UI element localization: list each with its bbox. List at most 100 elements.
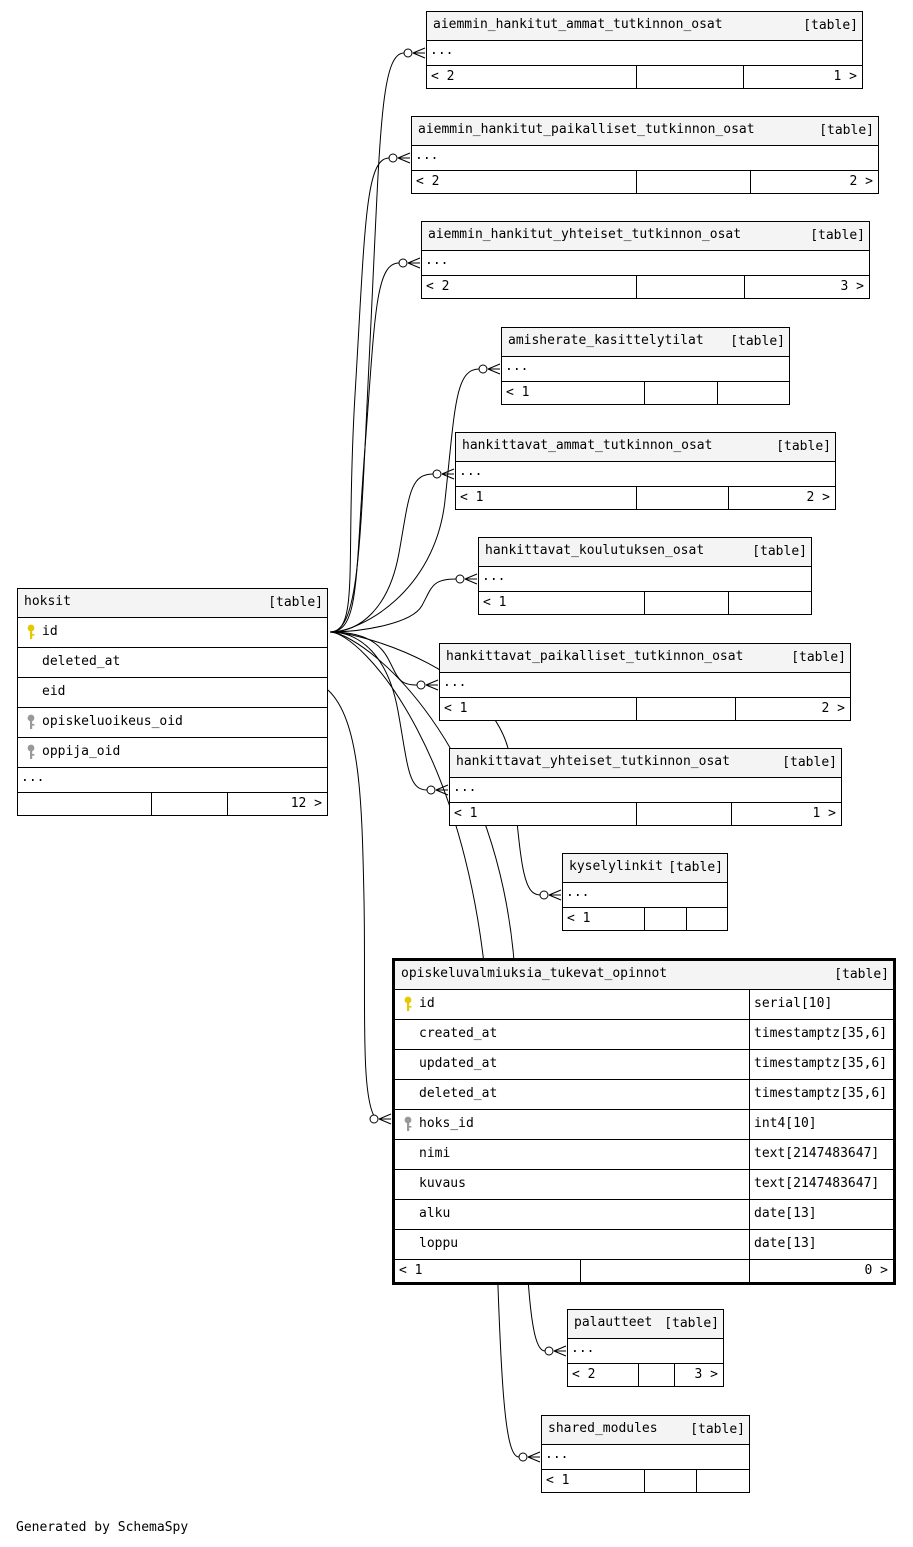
table-aiemmin-hankitut-ammat-tutkinnon-osat[interactable]: aiemmin_hankitut_ammat_tutkinnon_osat [ta… <box>426 11 863 89</box>
table-name[interactable]: aiemmin_hankitut_yhteiset_tutkinnon_osat <box>428 227 742 242</box>
parents-link[interactable]: < 2 <box>416 174 440 189</box>
table-type-label: [table] <box>819 123 874 138</box>
table-type-label: [table] <box>810 228 865 243</box>
table-name[interactable]: aiemmin_hankitut_paikalliset_tutkinnon_o… <box>418 122 755 137</box>
table-type-label: [table] <box>803 18 858 33</box>
relationship-edge <box>329 578 457 633</box>
children-link[interactable]: 0 > <box>864 1263 888 1278</box>
table-footer: < 1 <box>563 908 727 930</box>
ellipsis-text: ... <box>443 675 467 690</box>
table-amisherate-kasittelytilat[interactable]: amisherate_kasittelytilat[table]...< 1 <box>501 327 790 405</box>
table-shared-modules[interactable]: shared_modules[table]...< 1 <box>541 1415 750 1493</box>
children-link[interactable]: 2 > <box>821 701 845 716</box>
optional-marker <box>426 785 436 795</box>
ellipsis-text: ... <box>453 780 477 795</box>
column-row[interactable]: eid <box>18 678 327 708</box>
relationship-edge <box>327 689 377 1120</box>
children-link[interactable]: 3 > <box>694 1367 718 1382</box>
children-link[interactable]: 12 > <box>290 796 322 811</box>
optional-marker <box>403 48 413 58</box>
ellipsis-text: ... <box>505 359 529 374</box>
column-row[interactable]: id <box>18 618 327 648</box>
optional-marker <box>416 680 426 690</box>
column-row[interactable]: oppija_oid <box>18 738 327 768</box>
table-header: opiskeluvalmiuksia_tukevat_opinnot[table… <box>395 961 893 990</box>
table-hankittavat-ammat-tutkinnon-osat[interactable]: hankittavat_ammat_tutkinnon_osat [table].… <box>455 432 836 510</box>
parents-link[interactable]: < 1 <box>399 1263 423 1278</box>
table-footer: < 1 <box>479 592 811 614</box>
table-hankittavat-yhteiset-tutkinnon-osat[interactable]: hankittavat_yhteiset_tutkinnon_osat[tabl… <box>449 748 842 826</box>
table-aiemmin-hankitut-paikalliset-tutkinnon-osat[interactable]: aiemmin_hankitut_paikalliset_tutkinnon_o… <box>411 116 879 194</box>
table-name[interactable]: hoksit <box>24 594 71 609</box>
children-link[interactable]: 1 > <box>833 69 857 84</box>
table-footer: < 2 2 > <box>412 171 878 193</box>
ellipsis-text: ... <box>415 148 439 163</box>
table-footer: < 1 1 > <box>450 803 841 825</box>
table-opiskeluvalmiuksia-tukevat-opinnot[interactable]: opiskeluvalmiuksia_tukevat_opinnot[table… <box>392 958 896 1285</box>
table-aiemmin-hankitut-yhteiset-tutkinnon-osat[interactable]: aiemmin_hankitut_yhteiset_tutkinnon_osat… <box>421 221 870 299</box>
more-columns-ellipsis: ... <box>440 673 850 698</box>
crows-foot-marker <box>553 1345 567 1357</box>
optional-marker <box>398 258 408 268</box>
parents-link[interactable]: < 1 <box>454 806 478 821</box>
column-type: timestamptz[35,6] <box>754 1026 888 1041</box>
column-type: timestamptz[35,6] <box>754 1086 888 1101</box>
table-hankittavat-paikalliset-tutkinnon-osat[interactable]: hankittavat_paikalliset_tutkinnon_osat[t… <box>439 643 851 721</box>
table-type-label: [table] <box>776 439 831 454</box>
children-link[interactable]: 3 > <box>840 279 864 294</box>
table-name[interactable]: amisherate_kasittelytilat <box>508 333 704 348</box>
more-columns-ellipsis: ... <box>18 768 327 793</box>
ellipsis-text: ... <box>459 464 483 479</box>
parents-link[interactable]: < 1 <box>567 911 591 926</box>
table-hankittavat-koulutuksen-osat[interactable]: hankittavat_koulutuksen_osat[table]...< … <box>478 537 812 615</box>
parents-link[interactable]: < 2 <box>572 1367 596 1382</box>
column-type: int4[10] <box>754 1116 817 1131</box>
ellipsis-text: ... <box>482 569 506 584</box>
column-row[interactable]: opiskeluoikeus_oid <box>18 708 327 738</box>
relationship-edge <box>329 631 428 791</box>
children-link[interactable]: 1 > <box>812 806 836 821</box>
column-row[interactable]: created_at timestamptz[35,6] <box>395 1020 893 1050</box>
table-footer: < 2 1 > <box>427 66 862 88</box>
foreign-key-icon <box>404 1116 412 1131</box>
table-name[interactable]: kyselylinkit <box>569 859 663 874</box>
parents-link[interactable]: < 1 <box>483 595 507 610</box>
table-name[interactable]: hankittavat_yhteiset_tutkinnon_osat <box>456 754 730 769</box>
children-link[interactable]: 2 > <box>806 490 830 505</box>
table-name[interactable]: palautteet <box>574 1315 653 1330</box>
relationship-edge <box>329 631 418 686</box>
ellipsis-text: ... <box>425 253 449 268</box>
crows-foot-marker <box>435 784 449 796</box>
crows-foot-marker <box>441 468 455 480</box>
children-link[interactable]: 2 > <box>849 174 873 189</box>
parents-link[interactable]: < 2 <box>431 69 455 84</box>
parents-link[interactable]: < 1 <box>460 490 484 505</box>
table-type-label: [table] <box>690 1422 745 1437</box>
column-row[interactable]: deleted_at <box>18 648 327 678</box>
table-name[interactable]: opiskeluvalmiuksia_tukevat_opinnot <box>401 966 668 981</box>
table-name[interactable]: hankittavat_ammat_tutkinnon_osat <box>462 438 713 453</box>
parents-link[interactable]: < 2 <box>426 279 450 294</box>
column-name: loppu <box>419 1236 459 1251</box>
table-name[interactable]: aiemmin_hankitut_ammat_tutkinnon_osat <box>433 17 723 32</box>
parents-link[interactable]: < 1 <box>444 701 468 716</box>
parents-link[interactable]: < 1 <box>546 1473 570 1488</box>
relationship-edge <box>329 368 480 633</box>
table-name[interactable]: shared_modules <box>548 1421 658 1436</box>
table-name[interactable]: hankittavat_paikalliset_tutkinnon_osat <box>446 649 744 664</box>
parents-link[interactable]: < 1 <box>506 385 530 400</box>
table-kyselylinkit[interactable]: kyselylinkit[table]...< 1 <box>562 853 728 931</box>
table-name[interactable]: hankittavat_koulutuksen_osat <box>485 543 705 558</box>
column-name: created_at <box>419 1026 498 1041</box>
column-type: serial[10] <box>754 996 833 1011</box>
